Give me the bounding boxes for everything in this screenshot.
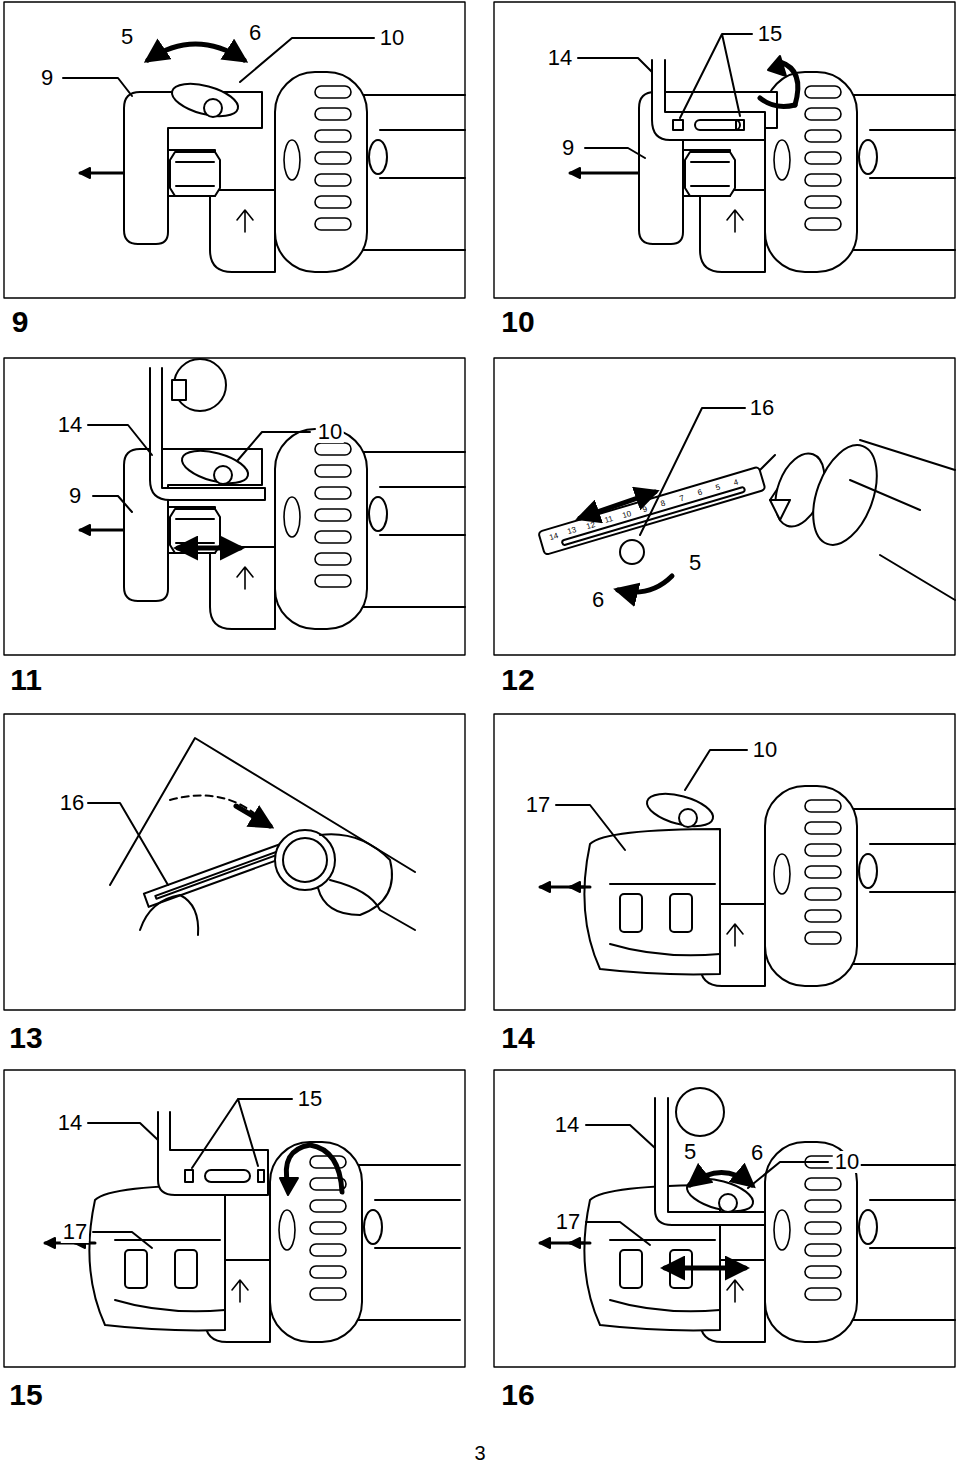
callout-number: 17 bbox=[61, 1221, 89, 1243]
figure-number: 15 bbox=[7, 1380, 44, 1410]
callout-number: 17 bbox=[524, 794, 552, 816]
callout-number: 6 bbox=[247, 22, 263, 44]
figure-number: 9 bbox=[10, 307, 31, 337]
callout-number: 9 bbox=[560, 137, 576, 159]
callout-number: 17 bbox=[554, 1211, 582, 1233]
callout-number: 9 bbox=[67, 485, 83, 507]
callout-number: 14 bbox=[56, 1112, 84, 1134]
figure-number: 10 bbox=[499, 307, 536, 337]
callout-number: 10 bbox=[378, 27, 406, 49]
callout-number: 5 bbox=[682, 1141, 698, 1163]
callout-number: 5 bbox=[119, 26, 135, 48]
callout-number: 6 bbox=[749, 1142, 765, 1164]
callout-number: 10 bbox=[751, 739, 779, 761]
callout-number: 10 bbox=[316, 421, 344, 443]
figure-number: 14 bbox=[499, 1023, 536, 1053]
callout-number: 6 bbox=[590, 589, 606, 611]
callout-number: 15 bbox=[296, 1088, 324, 1110]
figure-number: 12 bbox=[499, 665, 536, 695]
page-number: 3 bbox=[472, 1443, 487, 1463]
callout-number: 14 bbox=[553, 1114, 581, 1136]
callout-number: 16 bbox=[748, 397, 776, 419]
figure-number: 16 bbox=[499, 1380, 536, 1410]
figure-number: 11 bbox=[8, 665, 44, 695]
callout-number: 10 bbox=[833, 1151, 861, 1173]
callout-number: 15 bbox=[756, 23, 784, 45]
callout-number: 9 bbox=[39, 67, 55, 89]
figure-number: 13 bbox=[7, 1023, 44, 1053]
callout-number: 14 bbox=[546, 47, 574, 69]
callout-number: 5 bbox=[687, 552, 703, 574]
callout-number: 16 bbox=[58, 792, 86, 814]
callout-number: 14 bbox=[56, 414, 84, 436]
